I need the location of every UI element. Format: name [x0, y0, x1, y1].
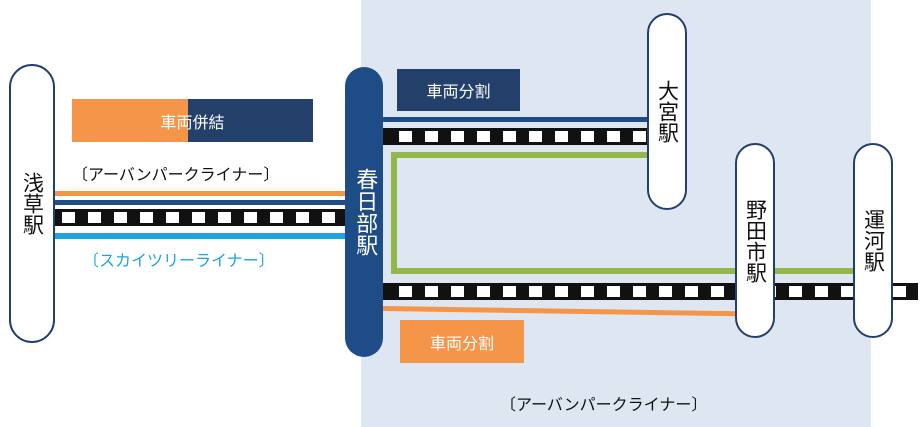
coupling-badge-navy — [188, 99, 313, 142]
station-unga-label: 運河駅 — [861, 209, 886, 272]
tobu-skytree-line-track — [46, 209, 348, 226]
navy-service-line-omiya — [383, 117, 651, 122]
split-badge-bottom-label: 車両分割 — [429, 333, 494, 353]
green-service-line-vertical — [391, 152, 397, 274]
green-service-line-horizontal-bottom — [391, 268, 857, 274]
split-badge-top-label: 車両分割 — [426, 82, 491, 101]
station-asakusa-label: 浅草駅 — [20, 172, 45, 235]
coupling-badge-label: 車両併結 — [160, 112, 225, 132]
station-omiya-label: 大宮駅 — [655, 80, 680, 143]
urban-park-liner-caption-left: 〔アーバンパークライナー〕 — [72, 165, 280, 184]
coupling-badge: 車両併結 — [72, 99, 313, 142]
split-badge-bottom: 車両分割 — [400, 320, 524, 363]
station-kasukabe: 春日部駅 — [345, 67, 383, 357]
station-nodashi-label: 野田市駅 — [743, 198, 768, 283]
skytree-liner-caption: 〔スカイツリーライナー〕 — [83, 251, 275, 270]
station-asakusa: 浅草駅 — [9, 64, 55, 343]
split-badge-top: 車両分割 — [397, 69, 520, 111]
orange-service-line-left — [46, 191, 348, 196]
skytree-liner-line — [46, 233, 348, 239]
green-service-line-horizontal-top — [391, 152, 649, 158]
kashiwa-direction-track — [383, 283, 918, 300]
urban-park-liner-caption-bottom: 〔アーバンパークライナー〕 — [500, 395, 708, 414]
omiya-direction-track — [383, 128, 651, 145]
station-nodashi: 野田市駅 — [735, 143, 775, 338]
navy-service-line-left — [46, 200, 348, 205]
station-omiya: 大宮駅 — [647, 13, 687, 210]
coupling-badge-orange — [72, 99, 188, 142]
station-kasukabe-label: 春日部駅 — [352, 168, 378, 256]
station-unga: 運河駅 — [853, 143, 893, 338]
